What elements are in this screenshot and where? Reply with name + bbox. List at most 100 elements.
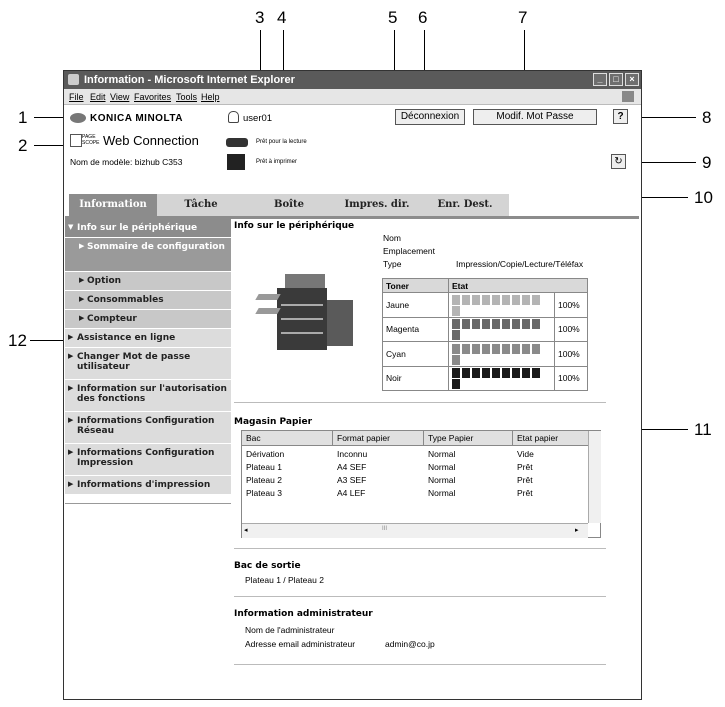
scroll-left-icon[interactable]: ◂ xyxy=(244,527,248,534)
table-cell: Plateau 2 xyxy=(246,475,282,485)
printer-status: Prêt à imprimer xyxy=(256,159,298,165)
sidebar-item-online-assistance[interactable]: ▶Assistance en ligne xyxy=(65,329,231,348)
callout-9: 9 xyxy=(702,153,712,172)
callout-line-2 xyxy=(34,145,72,146)
tab-box[interactable]: Boîte xyxy=(245,194,333,216)
toner-level: 100% xyxy=(554,316,588,342)
windows-logo-icon xyxy=(622,91,634,102)
user-name: user01 xyxy=(243,113,273,124)
printer-status-icon xyxy=(227,154,245,170)
refresh-icon: ↻ xyxy=(614,156,623,167)
col-paper-state: Etat papier xyxy=(517,433,559,443)
table-cell: A3 SEF xyxy=(337,475,367,485)
pagescope-icon xyxy=(70,134,82,147)
help-button[interactable]: ? xyxy=(613,109,628,124)
change-password-button[interactable]: Modif. Mot Passe xyxy=(473,109,597,125)
section-divider xyxy=(234,596,606,597)
callout-line-12 xyxy=(30,340,66,341)
menu-tools[interactable]: Tools xyxy=(176,92,198,102)
sidebar-item-consumables[interactable]: ▶Consommables xyxy=(65,291,231,310)
printer-image xyxy=(255,264,359,354)
sidebar-item-option[interactable]: ▶Option xyxy=(65,272,231,291)
table-cell: Prêt xyxy=(517,488,533,498)
menu-edit[interactable]: Edit xyxy=(90,92,106,102)
sidebar-item-print-info[interactable]: ▶Informations d'impression xyxy=(65,476,231,495)
triangle-right-icon: ▶ xyxy=(68,384,74,392)
toner-name: Cyan xyxy=(382,341,449,367)
tab-task[interactable]: Tâche xyxy=(157,194,245,216)
device-name-label: Nom xyxy=(383,233,401,243)
table-cell: Prêt xyxy=(517,462,533,472)
scroll-right-icon[interactable]: ▸ xyxy=(575,527,579,534)
logout-button[interactable]: Déconnexion xyxy=(395,109,465,125)
device-info-title: Info sur le périphérique xyxy=(234,221,355,231)
callout-5: 5 xyxy=(388,8,398,27)
triangle-right-icon: ▶ xyxy=(79,295,85,303)
toner-row: Jaune 100% xyxy=(382,292,588,318)
menu-favorites[interactable]: Favorites xyxy=(134,92,172,102)
model-name: Nom de modèle: bizhub C353 xyxy=(70,157,183,167)
minimize-icon[interactable]: _ xyxy=(593,73,607,86)
callout-8: 8 xyxy=(702,108,712,127)
sidebar-item-print-config[interactable]: ▶Informations Configuration Impression xyxy=(65,444,231,476)
horizontal-scrollbar[interactable]: ◂ III ▸ xyxy=(242,523,588,538)
sidebar-item-counter[interactable]: ▶Compteur xyxy=(65,310,231,329)
paper-tray-list: Bac Format papier Type Papier Etat papie… xyxy=(241,430,601,538)
triangle-right-icon: ▶ xyxy=(68,448,74,456)
tab-underline xyxy=(65,216,639,219)
callout-line-11 xyxy=(632,429,688,430)
toner-row: Magenta 100% xyxy=(382,316,588,342)
section-divider xyxy=(234,402,606,403)
admin-name-label: Nom de l'administrateur xyxy=(245,625,335,635)
col-paper-size: Format papier xyxy=(337,433,390,443)
tab-information[interactable]: Information xyxy=(69,194,157,216)
toner-level-bar xyxy=(448,316,555,342)
toner-level: 100% xyxy=(554,292,588,318)
toner-name: Jaune xyxy=(382,292,449,318)
callout-line-9 xyxy=(618,162,696,163)
sidebar-item-change-user-password[interactable]: ▶Changer Mot de passe utilisateur xyxy=(65,348,231,380)
web-connection-title: Web Connection xyxy=(103,133,199,148)
table-cell: Dérivation xyxy=(246,449,285,459)
triangle-right-icon: ▶ xyxy=(68,333,74,341)
sidebar-item-device-info[interactable]: ▼Info sur le périphérique xyxy=(65,219,231,238)
vertical-scrollbar[interactable] xyxy=(588,431,601,523)
callout-1: 1 xyxy=(18,108,28,127)
maximize-icon[interactable]: □ xyxy=(609,73,623,86)
triangle-down-icon: ▼ xyxy=(68,223,74,231)
callout-3: 3 xyxy=(255,8,265,27)
state-header: Etat xyxy=(448,278,588,293)
toner-row: Noir 100% xyxy=(382,365,588,391)
callout-2: 2 xyxy=(18,136,28,155)
page-content: KONICA MINOLTA PAGE SCOPE Web Connection… xyxy=(65,106,640,698)
output-tray-value: Plateau 1 / Plateau 2 xyxy=(245,575,324,585)
close-icon[interactable]: × xyxy=(625,73,639,86)
table-cell: Plateau 3 xyxy=(246,488,282,498)
callout-line-8 xyxy=(618,117,696,118)
menu-view[interactable]: View xyxy=(110,92,130,102)
refresh-button[interactable]: ↻ xyxy=(611,154,626,169)
sidebar-item-configuration-summary[interactable]: ▶Sommaire de configuration xyxy=(65,238,231,272)
table-cell: Inconnu xyxy=(337,449,368,459)
sidebar-bottom-rule xyxy=(65,503,231,504)
callout-12: 12 xyxy=(8,331,27,350)
device-location-label: Emplacement xyxy=(383,246,435,256)
window-title: Information - Microsoft Internet Explore… xyxy=(84,74,295,86)
toner-level: 100% xyxy=(554,341,588,367)
output-tray-title: Bac de sortie xyxy=(234,561,301,571)
callout-6: 6 xyxy=(418,8,428,27)
menu-help[interactable]: Help xyxy=(201,92,220,102)
menu-file[interactable]: File xyxy=(69,92,84,102)
table-cell: Vide xyxy=(517,449,534,459)
admin-info-title: Information administrateur xyxy=(234,609,373,619)
tab-store-address[interactable]: Enr. Dest. xyxy=(421,194,509,216)
user-icon xyxy=(228,111,239,123)
triangle-right-icon: ▶ xyxy=(79,242,85,250)
toner-header-row: Toner Etat xyxy=(382,278,588,293)
callout-11: 11 xyxy=(694,420,712,439)
sidebar-item-function-authorization[interactable]: ▶Information sur l'autorisation des fonc… xyxy=(65,380,231,412)
scroll-thumb[interactable]: III xyxy=(382,526,388,532)
sidebar-item-network-config[interactable]: ▶Informations Configuration Réseau xyxy=(65,412,231,444)
sidebar: ▼Info sur le périphérique ▶Sommaire de c… xyxy=(65,219,231,504)
tab-direct-print[interactable]: Impres. dir. xyxy=(333,194,421,216)
